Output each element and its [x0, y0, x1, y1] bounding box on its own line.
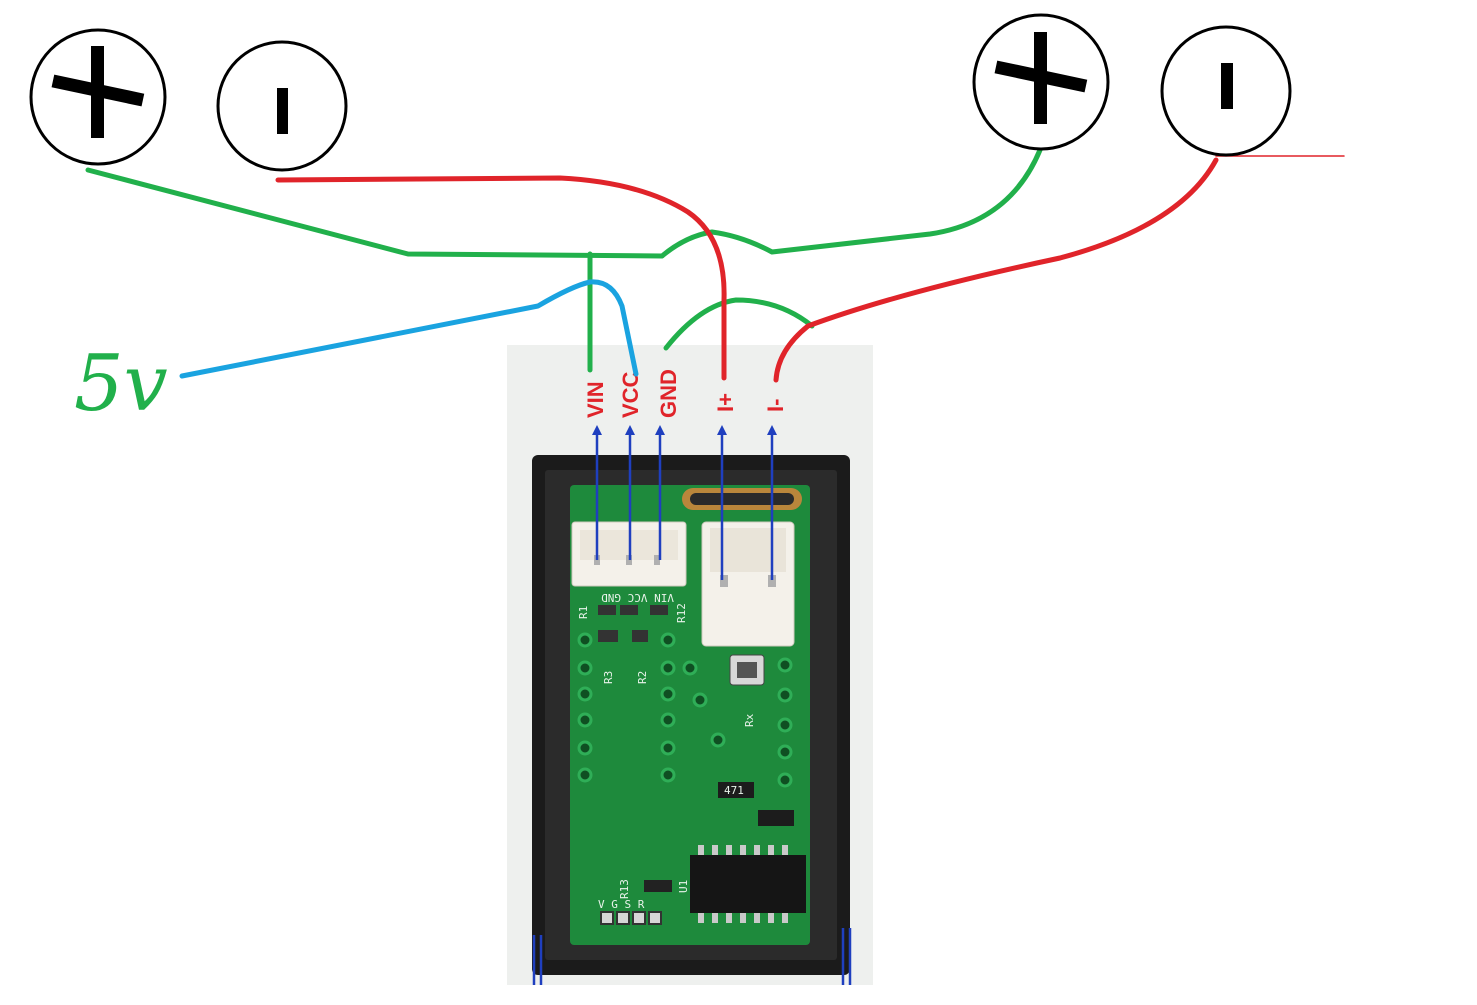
pin-arrows — [532, 425, 852, 985]
silk-r1: R1 — [577, 606, 590, 619]
meter-module: VIN VCC GND R1 R3 R2 R12 Rx R13 U1 471 V… — [532, 455, 850, 975]
minus-icon — [1221, 63, 1233, 109]
programming-pads — [600, 911, 662, 925]
pin-label-gnd: GND — [656, 369, 681, 418]
pin-label-i-plus: I+ — [713, 393, 738, 412]
silk-r3: R3 — [602, 671, 615, 684]
silk-r12: R12 — [675, 603, 688, 623]
silk-chip-code: 471 — [724, 784, 744, 797]
plus-icon — [51, 46, 145, 138]
supply-label-5v: 5v — [74, 339, 168, 429]
silk-prog-pins: V G S R — [598, 898, 645, 911]
silk-r2: R2 — [636, 671, 649, 684]
wire-red-left-negative — [275, 175, 727, 381]
terminal-left-positive — [29, 28, 167, 166]
resistor-r1 — [598, 605, 616, 615]
silk-r13: R13 — [618, 879, 631, 899]
wires — [85, 147, 1345, 383]
wire-red-right-negative — [773, 157, 1219, 383]
terminal-right-negative — [1160, 25, 1292, 157]
pin-label-vcc: VCC — [618, 371, 643, 418]
ic-chip — [690, 845, 806, 923]
wire-green-crossover — [659, 147, 1043, 259]
pin-label-i-minus: I- — [763, 399, 788, 412]
plus-icon — [994, 32, 1088, 124]
via-holes — [577, 632, 793, 788]
terminal-left-negative — [216, 40, 348, 172]
pin-label-vin: VIN — [583, 381, 608, 418]
silk-header-labels: VIN VCC GND — [601, 591, 674, 604]
minus-icon — [277, 88, 288, 134]
silk-rx: Rx — [743, 713, 756, 727]
silk-u1: U1 — [677, 880, 690, 893]
terminal-right-positive — [972, 13, 1110, 151]
wire-green-gnd — [663, 297, 815, 351]
wire-green-left-positive — [85, 167, 665, 259]
wire-blue-5v — [179, 279, 639, 379]
